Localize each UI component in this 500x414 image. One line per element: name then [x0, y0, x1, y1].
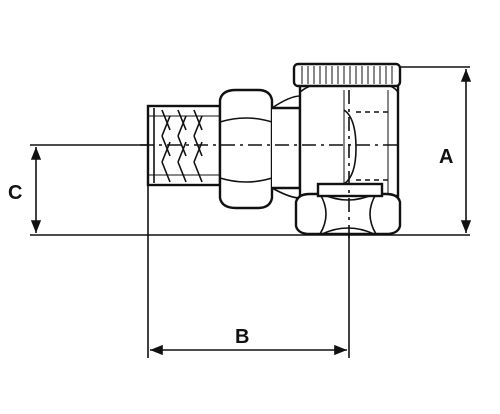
dimension-b-label: B [235, 326, 249, 348]
valve-body [146, 62, 402, 236]
dimension-a-label: A [439, 146, 453, 168]
lower-collar [316, 182, 384, 198]
union-hex-nut [294, 192, 402, 236]
threaded-tail [146, 104, 222, 187]
knurled-cap [292, 62, 402, 88]
dimension-c-label: C [8, 182, 22, 204]
tail-hex-nut [218, 88, 274, 210]
